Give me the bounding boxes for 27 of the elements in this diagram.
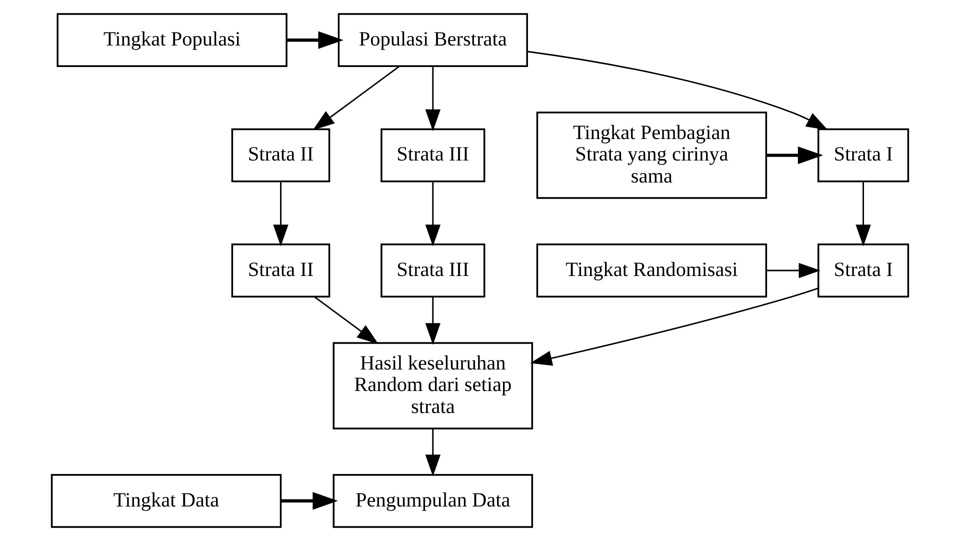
- node-box: Strata III: [380, 244, 486, 298]
- node-box: Strata II: [231, 244, 330, 298]
- node-box: Tingkat Randomisasi: [536, 244, 768, 298]
- arrow: [425, 428, 441, 476]
- node-box: Strata III: [380, 128, 486, 182]
- arrow: [280, 492, 338, 510]
- node-box: Hasil keseluruhan Random dari setiap strata: [332, 342, 534, 430]
- arrow: [312, 66, 400, 130]
- node-box: Pengumpulan Data: [332, 474, 534, 528]
- node-box: Tingkat Pembagian Strata yang cirinya sama: [536, 112, 768, 199]
- arrow: [425, 296, 441, 345]
- arrow: [766, 262, 821, 278]
- node-box: Populasi Berstrata: [338, 13, 528, 68]
- node-box: Tingkat Populasi: [56, 13, 288, 68]
- node-box: Strata II: [231, 128, 330, 182]
- arrow: [856, 182, 871, 246]
- arrow: [425, 182, 441, 246]
- arrow: [314, 296, 379, 344]
- arrow: [766, 146, 824, 164]
- node-box: Tingkat Data: [50, 474, 282, 528]
- node-box: Strata I: [818, 128, 910, 182]
- node-box: Strata I: [818, 244, 910, 298]
- arrow: [530, 288, 818, 366]
- arrow: [273, 182, 288, 246]
- arrow: [527, 50, 828, 130]
- arrow: [425, 66, 441, 132]
- arrow: [286, 31, 344, 49]
